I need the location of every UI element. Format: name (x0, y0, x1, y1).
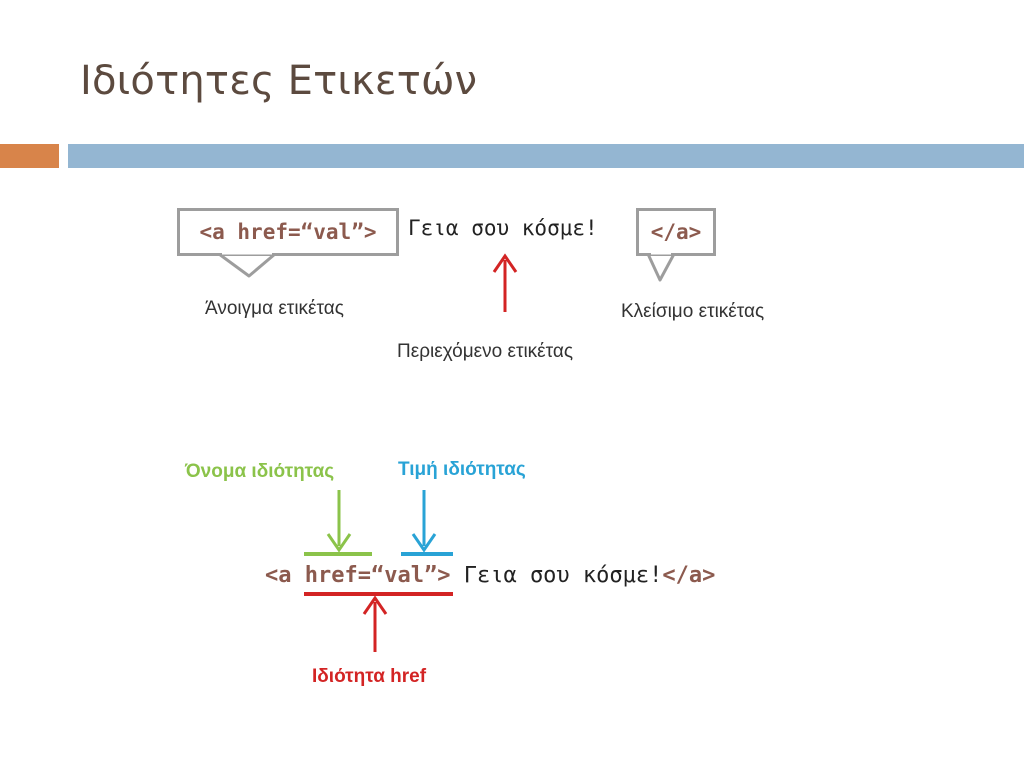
href-pointer (304, 592, 453, 652)
accent-bar-orange (0, 144, 59, 168)
code-equals: = (357, 563, 371, 588)
attribute-name-label: Όνομα ιδιότητας (185, 461, 335, 482)
code-content: Γεια σου κόσμε! (450, 563, 663, 588)
content-arrow-icon (492, 253, 518, 312)
accent-bar-blue (68, 144, 1024, 168)
slide-title: Ιδιότητες Ετικετών (80, 58, 478, 104)
closing-tag-text: </a> (636, 208, 716, 256)
closing-tag-callout: </a> (636, 208, 716, 282)
code-attr-name: href (304, 563, 358, 588)
tag-content-text: Γεια σου κόσμε! (408, 216, 598, 240)
opening-tag-callout-pointer-cover (222, 251, 272, 255)
attribute-code-line: <a href=“val”> Γεια σου κόσμε!</a> (265, 561, 715, 591)
attribute-pointers (304, 490, 453, 556)
closing-tag-label: Κλείσιμο ετικέτας (621, 301, 765, 322)
attribute-value-label: Τιμή ιδιότητας (398, 459, 526, 480)
href-attribute-label: Ιδιότητα href (312, 666, 427, 687)
tag-content-label: Περιεχόμενο ετικέτας (397, 341, 574, 362)
code-open-gt: > (437, 563, 451, 588)
closing-tag-callout-pointer-cover (651, 251, 671, 255)
opening-tag-callout: <a href=“val”> (177, 208, 399, 278)
opening-tag-label: Άνοιγμα ετικέτας (205, 298, 344, 319)
opening-tag-text: <a href=“val”> (177, 208, 399, 256)
code-attr-value: “val” (370, 563, 438, 588)
code-close-tag: </a> (662, 563, 716, 588)
code-open-lt: <a (265, 563, 305, 588)
